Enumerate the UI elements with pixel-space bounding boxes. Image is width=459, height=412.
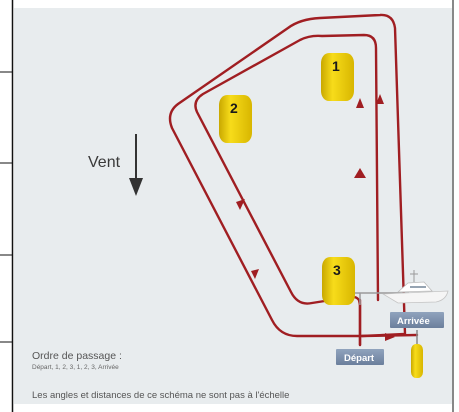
diagram-background [14, 8, 452, 404]
buoy-1-number: 1 [332, 58, 340, 74]
order-sequence: Départ, 1, 2, 3, 1, 2, 3, Arrivée [32, 364, 119, 371]
finish-label: Arrivée [390, 312, 444, 328]
order-title: Ordre de passage : [32, 350, 122, 362]
buoy-1: 1 [321, 53, 354, 101]
course-arrow [354, 168, 366, 178]
start-mark-buoy [411, 344, 423, 378]
start-label: Départ [336, 349, 384, 365]
wind-label: Vent [88, 154, 121, 171]
boat-hull [381, 290, 449, 304]
course-arrow [236, 199, 245, 210]
finish-label-box [390, 312, 444, 328]
course-arrow [376, 94, 384, 104]
committee-boat-icon [381, 270, 449, 304]
buoy-2: 2 [219, 95, 252, 143]
wind-arrow-icon [129, 178, 143, 196]
footer-note: Les angles et distances de ce schéma ne … [32, 390, 289, 401]
course-arrow [356, 98, 364, 108]
buoy-3-shape [322, 257, 355, 305]
course-arrow [385, 333, 395, 341]
buoy-2-shape [219, 95, 252, 143]
buoy-2-number: 2 [230, 100, 238, 116]
buoy-3: 3 [322, 257, 355, 305]
wind-indicator: Vent [88, 134, 143, 196]
course-arrow [251, 269, 259, 279]
course-outer-loop [168, 13, 407, 338]
start-label-box [336, 349, 384, 365]
buoy-3-number: 3 [333, 262, 341, 278]
finish-label-text: Arrivée [397, 316, 430, 327]
start-label-text: Départ [344, 353, 375, 364]
buoy-1-shape [321, 53, 354, 101]
